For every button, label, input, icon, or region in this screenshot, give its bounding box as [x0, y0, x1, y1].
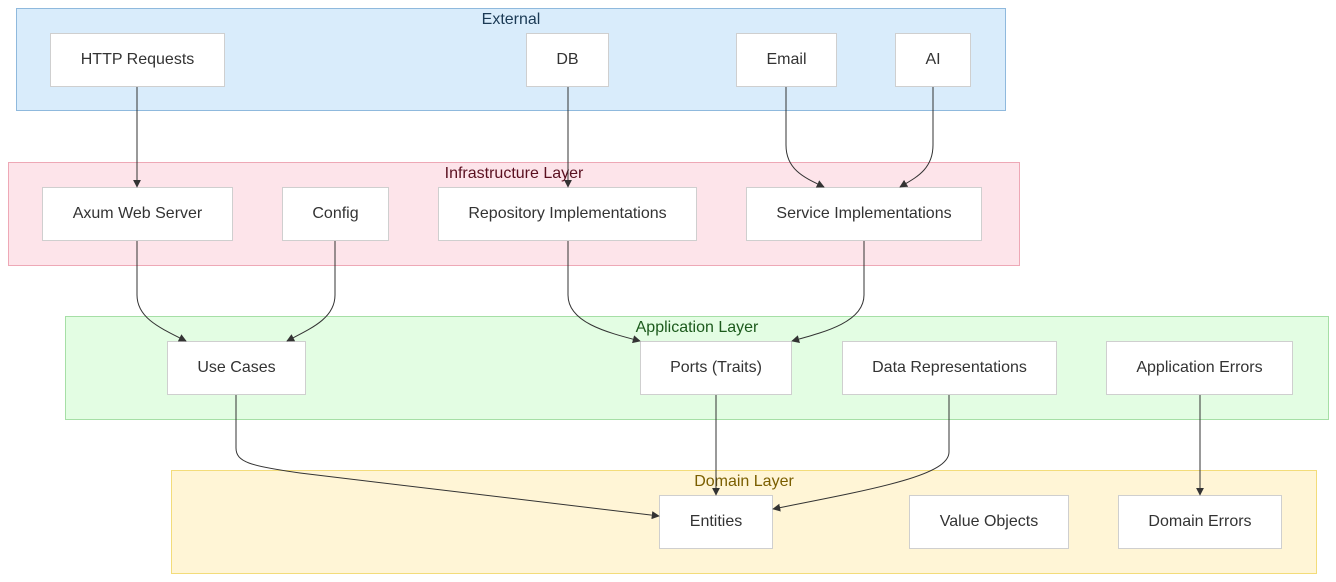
node-db[interactable]: DB [526, 33, 609, 87]
external-layer-title: External [481, 11, 541, 28]
node-ai[interactable]: AI [895, 33, 971, 87]
application-layer-title: Application Layer [635, 319, 759, 336]
node-ports-traits[interactable]: Ports (Traits) [640, 341, 792, 395]
domain-layer-title: Domain Layer [694, 473, 794, 490]
node-email[interactable]: Email [736, 33, 837, 87]
node-http-requests[interactable]: HTTP Requests [50, 33, 225, 87]
node-domain-errors[interactable]: Domain Errors [1118, 495, 1282, 549]
node-value-objects[interactable]: Value Objects [909, 495, 1069, 549]
node-data-representations[interactable]: Data Representations [842, 341, 1057, 395]
node-repository-implementations[interactable]: Repository Implementations [438, 187, 697, 241]
node-entities[interactable]: Entities [659, 495, 773, 549]
node-application-errors[interactable]: Application Errors [1106, 341, 1293, 395]
node-service-implementations[interactable]: Service Implementations [746, 187, 982, 241]
node-use-cases[interactable]: Use Cases [167, 341, 306, 395]
node-axum-web-server[interactable]: Axum Web Server [42, 187, 233, 241]
infrastructure-layer-title: Infrastructure Layer [444, 165, 584, 182]
node-config[interactable]: Config [282, 187, 389, 241]
